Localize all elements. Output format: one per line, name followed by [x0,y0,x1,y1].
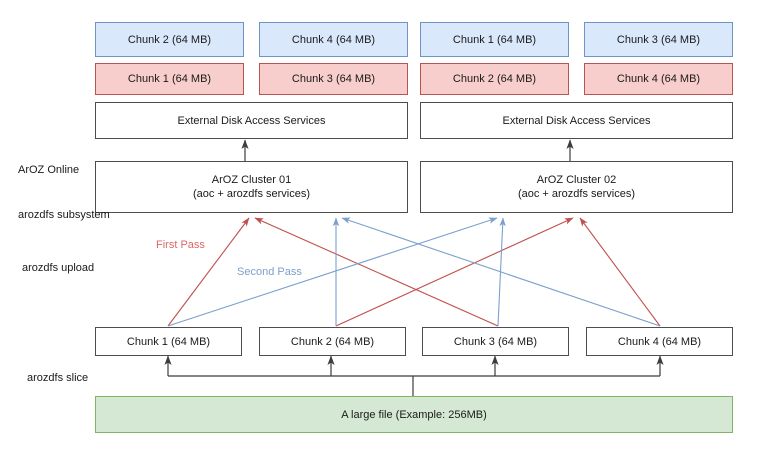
stored-chunk-pink-1[interactable]: Chunk 1 (64 MB) [95,63,244,95]
cluster-01-services: (aoc + arozdfs services) [192,188,311,200]
cluster-01-name: ArOZ Cluster 01 [211,174,292,186]
label-first-pass: First Pass [156,239,205,251]
side-label-arozdfs-slice: arozdfs slice [27,372,89,384]
side-label-arozdfs-subsystem: ArOZ Online arozdfs subsystem [18,133,110,253]
stored-chunk-pink-2[interactable]: Chunk 3 (64 MB) [259,63,408,95]
edge-file-split-bus [164,355,664,396]
edge-first-pass-chunk3-to-cluster02 [335,217,574,327]
aroz-cluster-02[interactable]: ArOZ Cluster 02 (aoc + arozdfs services) [420,161,733,213]
source-chunk-2[interactable]: Chunk 2 (64 MB) [259,327,406,356]
stored-chunk-pink-3[interactable]: Chunk 2 (64 MB) [420,63,569,95]
edge-second-pass-chunk3-to-cluster02 [497,217,506,327]
source-chunk-4[interactable]: Chunk 4 (64 MB) [586,327,733,356]
side-label-arozdfs-subsystem-line1: ArOZ Online [18,164,80,176]
edge-first-pass-chunk4-to-cluster02 [579,217,661,327]
aroz-cluster-01[interactable]: ArOZ Cluster 01 (aoc + arozdfs services) [95,161,408,213]
stored-chunk-pink-4[interactable]: Chunk 4 (64 MB) [584,63,733,95]
side-label-arozdfs-upload: arozdfs upload [22,262,95,274]
stored-chunk-blue-4[interactable]: Chunk 3 (64 MB) [584,22,733,57]
source-chunk-1[interactable]: Chunk 1 (64 MB) [95,327,242,356]
cluster-02-services: (aoc + arozdfs services) [517,188,636,200]
external-disk-access-services-01[interactable]: External Disk Access Services [95,102,408,139]
label-second-pass: Second Pass [237,266,302,278]
edge-second-pass-chunk1-to-cluster02 [167,217,498,327]
edge-first-pass-chunk1-to-cluster01 [167,217,250,327]
cluster-02-name: ArOZ Cluster 02 [536,174,617,186]
side-label-arozdfs-subsystem-line2: arozdfs subsystem [18,209,110,221]
stored-chunk-blue-2[interactable]: Chunk 4 (64 MB) [259,22,408,57]
source-large-file[interactable]: A large file (Example: 256MB) [95,396,733,433]
edge-first-pass-chunk2-to-cluster01 [254,217,499,327]
stored-chunk-blue-3[interactable]: Chunk 1 (64 MB) [420,22,569,57]
external-disk-access-services-02[interactable]: External Disk Access Services [420,102,733,139]
source-chunk-3[interactable]: Chunk 3 (64 MB) [422,327,569,356]
stored-chunk-blue-1[interactable]: Chunk 2 (64 MB) [95,22,244,57]
